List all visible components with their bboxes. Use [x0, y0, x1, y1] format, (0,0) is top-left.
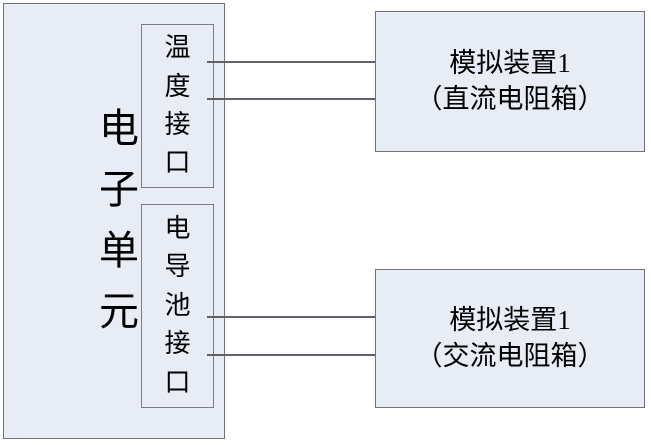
ac-device-line-1: 模拟装置1: [449, 304, 571, 335]
temperature-wire-lower: [207, 98, 393, 100]
conductivity-wire-upper: [207, 316, 393, 318]
electronic-unit-box: 电 子 单 元 温 度 接 口 电 导 池 接 口: [3, 3, 225, 439]
conductivity-label-char-0: 电: [164, 213, 191, 243]
unit-label-char-1: 子: [99, 167, 139, 213]
temperature-label-char-1: 度: [164, 71, 191, 101]
temperature-interface-label: 温 度 接 口: [142, 25, 213, 187]
unit-label-char-2: 单: [99, 228, 139, 273]
dc-resistance-box-label: 模拟装置1 （直流电阻箱）: [376, 12, 644, 151]
unit-label-char-0: 电: [99, 106, 139, 152]
temperature-label-char-2: 接: [164, 110, 191, 139]
electronic-unit-label: 电 子 单 元: [96, 96, 142, 346]
dc-device-line-2: （直流电阻箱）: [415, 83, 605, 114]
conductivity-label-char-2: 池: [164, 290, 191, 320]
conductivity-wire-lower: [207, 354, 393, 356]
conductivity-label-char-1: 导: [164, 252, 191, 282]
temperature-label-char-3: 口: [164, 148, 191, 178]
conductivity-label-char-4: 口: [164, 367, 191, 397]
conductivity-cell-interface-box: 电 导 池 接 口: [141, 204, 214, 408]
conductivity-label-char-3: 接: [164, 329, 191, 359]
dc-device-line-1: 模拟装置1: [449, 47, 571, 78]
unit-label-char-3: 元: [99, 288, 139, 334]
ac-device-line-2: （交流电阻箱）: [415, 340, 605, 371]
dc-resistance-box: 模拟装置1 （直流电阻箱）: [375, 11, 645, 152]
temperature-label-char-0: 温: [164, 33, 191, 63]
temperature-interface-box: 温 度 接 口: [141, 24, 214, 188]
ac-resistance-box: 模拟装置1 （交流电阻箱）: [375, 269, 645, 408]
temperature-wire-upper: [207, 61, 393, 63]
conductivity-cell-interface-label: 电 导 池 接 口: [142, 205, 213, 407]
ac-resistance-box-label: 模拟装置1 （交流电阻箱）: [376, 270, 644, 407]
